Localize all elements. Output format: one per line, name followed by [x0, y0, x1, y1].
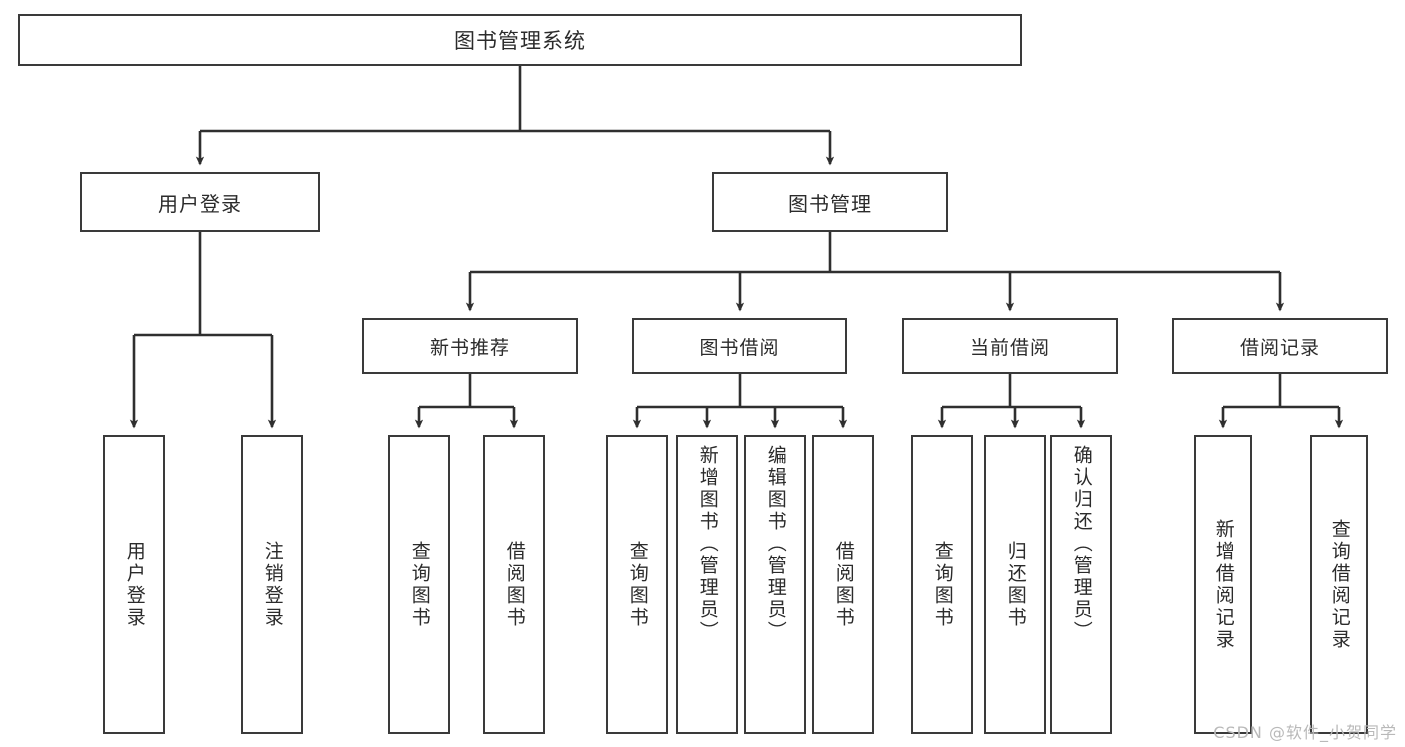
- node-root-label: 图书管理系统: [454, 29, 586, 53]
- node-level3-current-borrow[interactable]: 当前借阅: [902, 318, 1118, 374]
- node-leaf-user-login-label: 用户登录: [123, 540, 146, 629]
- node-leaf-query-book-borrow[interactable]: 查询图书: [606, 435, 668, 734]
- node-level2-book-management[interactable]: 图书管理: [712, 172, 948, 232]
- node-leaf-query-book-current[interactable]: 查询图书: [911, 435, 973, 734]
- node-leaf-query-book-rec[interactable]: 查询图书: [388, 435, 450, 734]
- node-level3-borrow-record[interactable]: 借阅记录: [1172, 318, 1388, 374]
- node-leaf-add-borrow-record[interactable]: 新增借阅记录: [1194, 435, 1252, 734]
- node-leaf-borrow-book-label: 借阅图书: [832, 540, 855, 629]
- node-level3-new-book-recommend-label: 新书推荐: [429, 336, 510, 359]
- node-root[interactable]: 图书管理系统: [18, 14, 1022, 66]
- node-leaf-query-borrow-record-label: 查询借阅记录: [1328, 518, 1351, 651]
- node-leaf-return-book-label: 归还图书: [1004, 540, 1027, 629]
- node-level3-new-book-recommend[interactable]: 新书推荐: [362, 318, 578, 374]
- node-level3-current-borrow-label: 当前借阅: [969, 336, 1050, 359]
- node-leaf-borrow-book-rec-label: 借阅图书: [503, 540, 526, 629]
- node-leaf-query-book-current-label: 查询图书: [931, 540, 954, 629]
- node-level3-borrow-record-label: 借阅记录: [1239, 336, 1320, 359]
- node-leaf-query-book-borrow-label: 查询图书: [626, 540, 649, 629]
- node-leaf-borrow-book[interactable]: 借阅图书: [812, 435, 874, 734]
- node-leaf-borrow-book-rec[interactable]: 借阅图书: [483, 435, 545, 734]
- node-level3-book-borrow[interactable]: 图书借阅: [632, 318, 847, 374]
- node-leaf-return-book[interactable]: 归还图书: [984, 435, 1046, 734]
- node-leaf-query-borrow-record[interactable]: 查询借阅记录: [1310, 435, 1368, 734]
- node-level2-user-login-label: 用户登录: [158, 191, 242, 216]
- node-leaf-confirm-return-admin-label: 确认归还（管理员）: [1070, 445, 1093, 643]
- node-level2-user-login[interactable]: 用户登录: [80, 172, 320, 232]
- node-leaf-add-borrow-record-label: 新增借阅记录: [1212, 518, 1235, 651]
- node-leaf-edit-book-admin[interactable]: 编辑图书（管理员）: [744, 435, 806, 734]
- node-level2-book-management-label: 图书管理: [788, 191, 872, 216]
- node-leaf-confirm-return-admin[interactable]: 确认归还（管理员）: [1050, 435, 1112, 734]
- node-leaf-query-book-rec-label: 查询图书: [408, 540, 431, 629]
- node-leaf-add-book-admin-label: 新增图书（管理员）: [696, 445, 719, 643]
- node-leaf-logout-label: 注销登录: [261, 540, 284, 629]
- node-level3-book-borrow-label: 图书借阅: [699, 336, 780, 359]
- node-leaf-add-book-admin[interactable]: 新增图书（管理员）: [676, 435, 738, 734]
- watermark: CSDN @软件_小贺同学: [1213, 723, 1397, 742]
- node-leaf-user-login[interactable]: 用户登录: [103, 435, 165, 734]
- node-leaf-edit-book-admin-label: 编辑图书（管理员）: [764, 445, 787, 643]
- node-leaf-logout[interactable]: 注销登录: [241, 435, 303, 734]
